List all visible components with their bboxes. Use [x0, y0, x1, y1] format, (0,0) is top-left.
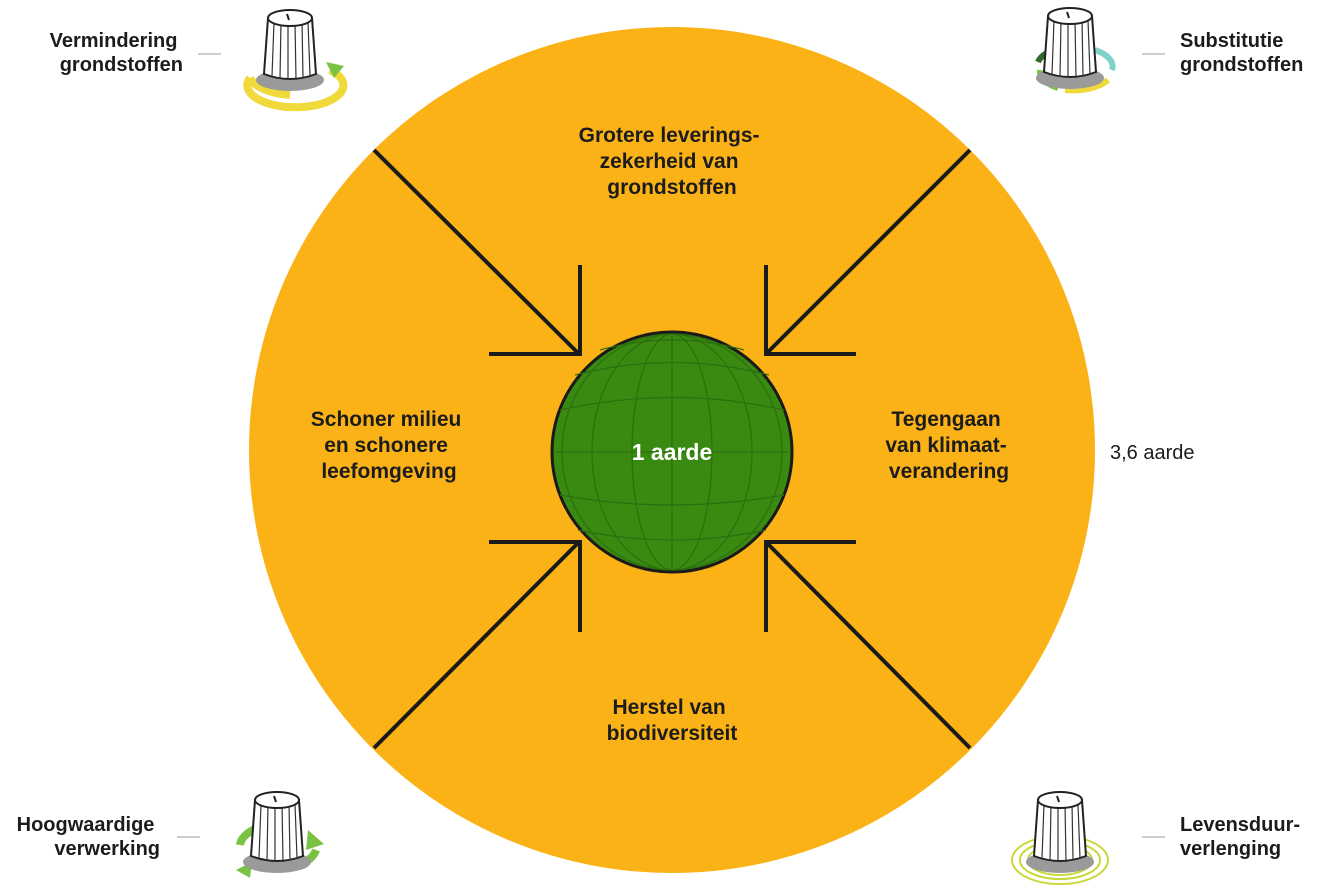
knob-label-bottom-right: Levensduur- verlenging: [1180, 814, 1306, 860]
outer-label: 3,6 aarde: [1110, 442, 1195, 464]
knob-top-right: Substitutie grondstoffen: [1035, 7, 1303, 94]
knob-icon: [255, 9, 325, 92]
knob-bottom-right: Levensduur- verlenging: [1011, 791, 1306, 885]
knob-label-bottom-left: Hoogwaardige verwerking: [17, 814, 160, 860]
knob-icon: [242, 791, 312, 874]
arrow-in-icon-top-left: [372, 148, 582, 356]
arrow-in-icon-bottom-left: [372, 540, 582, 750]
knob-icon: [1025, 791, 1095, 874]
arrow-in-icon-top-right: [764, 148, 972, 356]
knob-top-left: Vermindering grondstoffen: [50, 9, 348, 112]
knob-label-top-left: Vermindering grondstoffen: [50, 30, 183, 76]
center-label: 1 aarde: [632, 439, 713, 465]
segment-label-top: Grotere leverings- zekerheid van grondst…: [579, 124, 766, 199]
globe-icon: [550, 330, 794, 574]
arrow-in-icon-bottom-right: [764, 540, 972, 750]
rotate-arrow-icon: [243, 62, 348, 112]
knob-icon: [1035, 7, 1105, 90]
segment-label-bottom: Herstel van biodiversiteit: [607, 696, 738, 745]
segment-label-left: Schoner milieu en schonere leefomgeving: [311, 408, 467, 483]
knob-label-top-right: Substitutie grondstoffen: [1180, 30, 1303, 76]
knob-bottom-left: Hoogwaardige verwerking: [17, 791, 324, 878]
segment-label-right: Tegengaan van klimaat- verandering: [885, 408, 1012, 483]
inward-arrows: [372, 148, 972, 750]
